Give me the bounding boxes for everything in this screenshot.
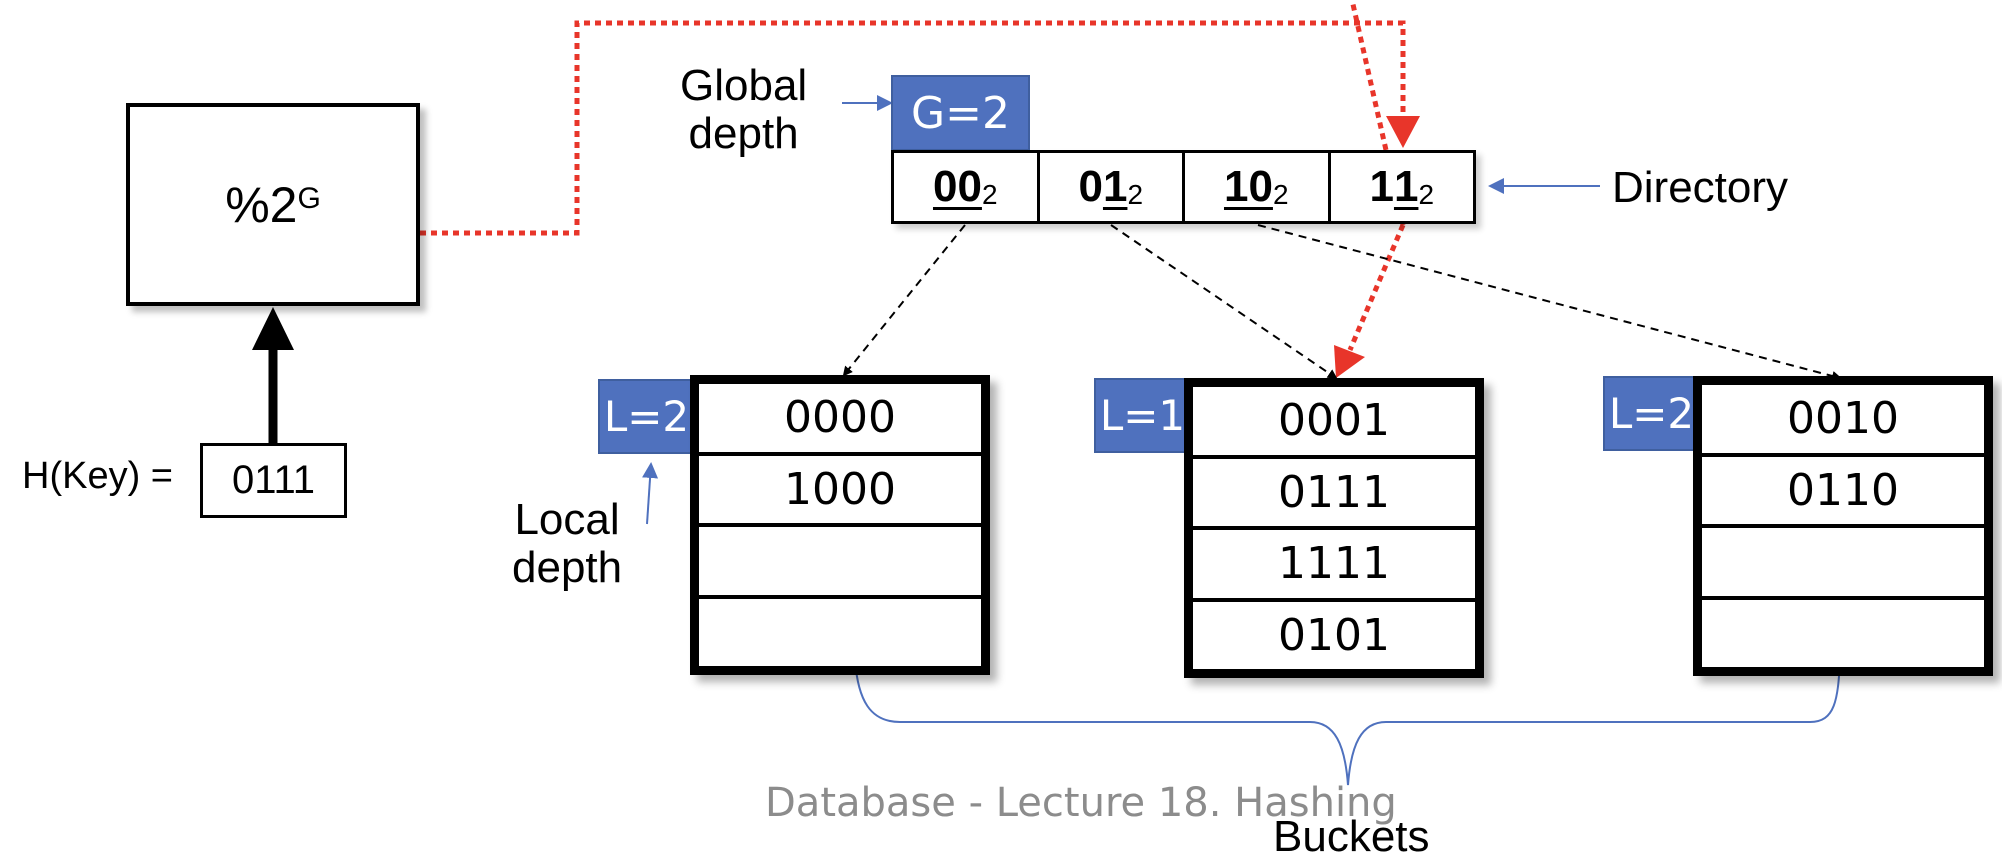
local-depth-arrow: [642, 462, 659, 525]
directory-caption: Directory: [1612, 163, 1789, 212]
local-depth-caption-line1: Local: [514, 495, 620, 544]
lookup-arrowhead-directory: [1386, 116, 1420, 148]
entry-significant-bits: 1: [1393, 162, 1419, 211]
buckets-brace: [854, 659, 1841, 786]
entry-significant-bits: 10: [1223, 162, 1273, 211]
hash-function-label: %2: [225, 176, 298, 233]
hash-function-exponent: G: [297, 181, 321, 215]
bucket-slot: 0001: [1193, 387, 1475, 459]
bucket-slot: 1000: [699, 456, 981, 527]
bucket-slot: 0000: [699, 384, 981, 456]
bucket-0: 0000 1000: [690, 375, 990, 675]
entry-significant-bits: 00: [932, 162, 982, 211]
bucket-2: 0010 0110: [1693, 376, 1993, 676]
entry-significant-bits: 1: [1102, 162, 1128, 211]
entry-base: 2: [1127, 179, 1144, 210]
bucket-slot: 1111: [1193, 530, 1475, 602]
bucket-1: 0001 0111 1111 0101: [1184, 378, 1484, 678]
lookup-path: [420, 20, 1406, 236]
bucket-slot: 0101: [1278, 609, 1390, 661]
entry-base: 2: [1418, 179, 1435, 210]
lookup-arrowhead-bucket: [1334, 345, 1365, 378]
global-depth-caption-line1: Global: [680, 61, 808, 110]
local-depth-caption: Local depth: [512, 496, 622, 591]
bucket-slot: 0111: [1193, 459, 1475, 530]
entry-base: 2: [981, 179, 998, 210]
bucket-slot: 0010: [1702, 385, 1984, 457]
pointer-10: [1257, 224, 1842, 381]
hash-arrowhead: [252, 307, 294, 350]
bucket-slot: [699, 599, 981, 667]
slide-footer: Database - Lecture 18. Hashing: [765, 780, 1397, 826]
bucket-slot: [699, 527, 981, 599]
pointer-01: [1110, 224, 1338, 380]
local-depth-tag-bucket-2: L=2: [1603, 376, 1700, 451]
local-depth-tag-bucket-0: L=2: [598, 379, 695, 454]
hash-input-value: 0111: [200, 443, 347, 518]
bucket-slot: [1702, 600, 1984, 668]
pointer-00: [842, 224, 966, 377]
hash-input-label: H(Key) =: [22, 455, 173, 497]
global-depth-caption: Global depth: [680, 62, 807, 157]
global-depth-caption-line2: depth: [688, 108, 799, 158]
bucket-slot: 0110: [1702, 457, 1984, 528]
entry-prefix: 0: [1078, 162, 1103, 211]
bucket-slot: [1702, 528, 1984, 600]
global-depth-tag: G=2: [891, 75, 1030, 151]
entry-prefix: 1: [1369, 162, 1394, 211]
local-depth-tag-bucket-1: L=1: [1094, 378, 1191, 453]
entry-base: 2: [1272, 179, 1289, 210]
local-depth-caption-line2: depth: [512, 542, 623, 592]
buckets-caption: Buckets: [1273, 812, 1430, 861]
